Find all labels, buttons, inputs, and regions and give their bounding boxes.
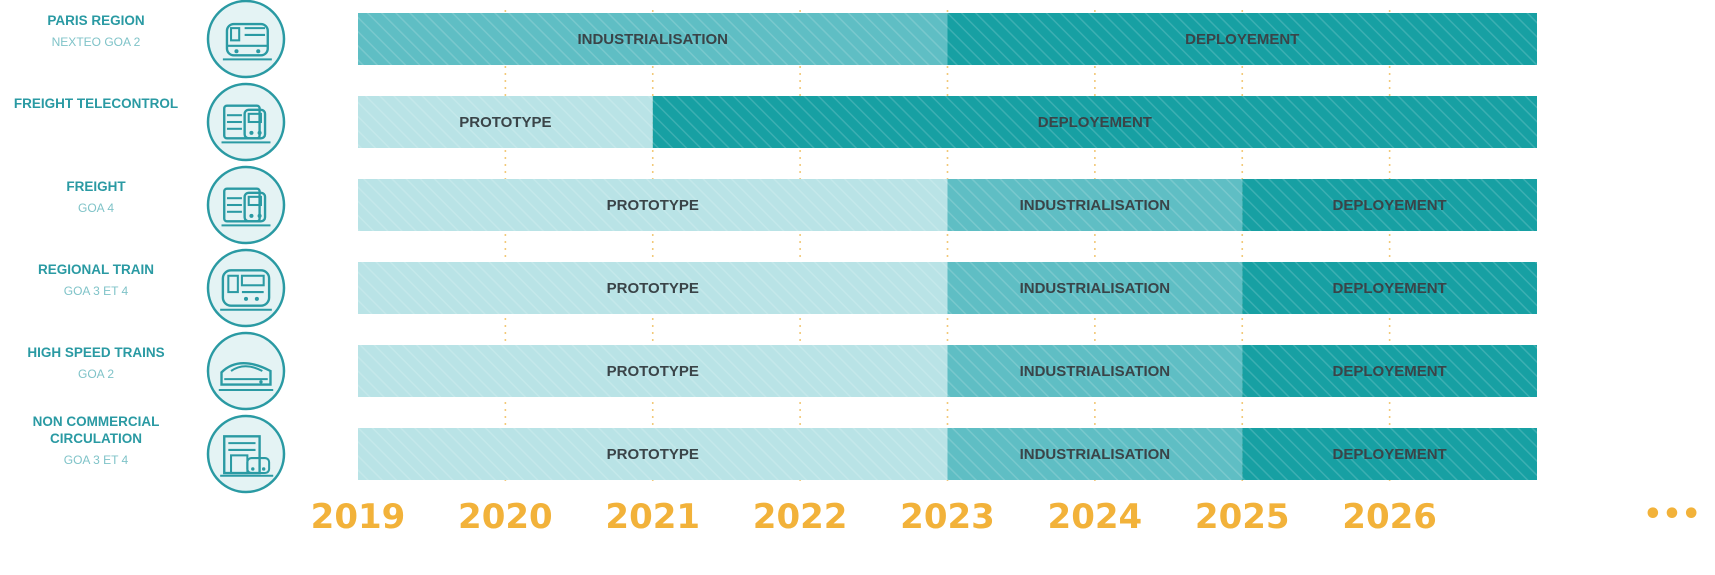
row-label: FREIGHT [66, 179, 126, 194]
bar-hatch [358, 96, 653, 148]
phase-label-deployement: DEPLOYEMENT [1333, 363, 1447, 380]
bar-hatch [1242, 345, 1537, 397]
phase-label-industrialisation: INDUSTRIALISATION [1020, 197, 1171, 214]
row-sublabel: NEXTEO GOA 2 [52, 35, 141, 49]
row-sublabel: GOA 3 ET 4 [64, 453, 129, 467]
bar-hatch [947, 345, 1243, 397]
bar-hatch [358, 345, 948, 397]
row-label: REGIONAL TRAIN [38, 262, 154, 277]
row-label: PARIS REGION [47, 13, 144, 28]
phase-label-industrialisation: INDUSTRIALISATION [577, 31, 728, 48]
row-sublabel: GOA 3 ET 4 [64, 284, 129, 298]
high-speed-train-icon [206, 331, 286, 411]
phase-label-prototype: PROTOTYPE [459, 114, 551, 131]
row-freight: FREIGHT GOA 4 PROTOTYPE INDUSTRIALISATION DE… [66, 165, 1537, 245]
row-label: FREIGHT TELECONTROL [14, 96, 178, 111]
bar-hatch [947, 262, 1243, 314]
phase-label-prototype: PROTOTYPE [607, 280, 699, 297]
depot-building-icon [206, 414, 286, 494]
bar-hatch [1242, 262, 1537, 314]
year-gridlines [504, 10, 1391, 482]
bar-hatch [358, 13, 948, 65]
tick-label-2021: 2021 [605, 497, 700, 537]
roadmap-rows: PARIS REGION NEXTEO GOA 2 INDUSTRIALISATIO… [14, 0, 1537, 494]
bar-hatch [947, 179, 1243, 231]
tick-label-2022: 2022 [753, 497, 848, 537]
tick-label-2023: 2023 [900, 497, 995, 537]
row-non-commercial-circulation: NON COMMERCIAL CIRCULATION GOA 3 ET 4 PROTO… [33, 414, 1537, 494]
tick-label-2025: 2025 [1195, 497, 1290, 537]
row-paris-region: PARIS REGION NEXTEO GOA 2 INDUSTRIALISATIO… [47, 0, 1537, 79]
bar-hatch [358, 179, 948, 231]
tick-label-2019: 2019 [311, 497, 406, 537]
bar-hatch [947, 13, 1537, 65]
continuation-dots: ••• [1643, 497, 1701, 532]
tick-label-2026: 2026 [1342, 497, 1437, 537]
metro-train-icon [206, 0, 286, 79]
phase-label-industrialisation: INDUSTRIALISATION [1020, 363, 1171, 380]
phase-label-deployement: DEPLOYEMENT [1333, 197, 1447, 214]
row-sublabel: GOA 2 [78, 367, 114, 381]
row-label: NON COMMERCIAL [33, 414, 160, 429]
regional-train-icon [206, 248, 286, 328]
phase-label-deployement: DEPLOYEMENT [1333, 446, 1447, 463]
phase-label-prototype: PROTOTYPE [607, 197, 699, 214]
bar-hatch [652, 96, 1537, 148]
tick-label-2024: 2024 [1048, 497, 1143, 537]
phase-label-deployement: DEPLOYEMENT [1185, 31, 1299, 48]
freight-locomotive-icon [206, 165, 286, 245]
phase-label-prototype: PROTOTYPE [607, 363, 699, 380]
phase-label-deployement: DEPLOYEMENT [1038, 114, 1152, 131]
row-label: HIGH SPEED TRAINS [27, 345, 164, 360]
year-axis: 2019 2020 2021 2022 2023 2024 2025 2026 ••• [311, 497, 1701, 537]
phase-label-prototype: PROTOTYPE [607, 446, 699, 463]
bar-hatch [1242, 179, 1537, 231]
bar-hatch [947, 428, 1243, 480]
row-sublabel: GOA 4 [78, 201, 114, 215]
phase-label-deployement: DEPLOYEMENT [1333, 280, 1447, 297]
bar-hatch [358, 262, 948, 314]
row-label: CIRCULATION [50, 431, 142, 446]
row-regional-train: REGIONAL TRAIN GOA 3 ET 4 PROTOTYPE INDUSTR… [38, 248, 1537, 328]
bar-hatch [358, 428, 948, 480]
bar-hatch [1242, 428, 1537, 480]
freight-locomotive-icon [206, 82, 286, 162]
row-high-speed-trains: HIGH SPEED TRAINS GOA 2 PROTOTYPE INDUSTRIA… [27, 331, 1537, 411]
row-freight-telecontrol: FREIGHT TELECONTROL PROTOTYPE DEPLOYEMENT [14, 82, 1537, 162]
phase-label-industrialisation: INDUSTRIALISATION [1020, 446, 1171, 463]
phase-label-industrialisation: INDUSTRIALISATION [1020, 280, 1171, 297]
tick-label-2020: 2020 [458, 497, 553, 537]
